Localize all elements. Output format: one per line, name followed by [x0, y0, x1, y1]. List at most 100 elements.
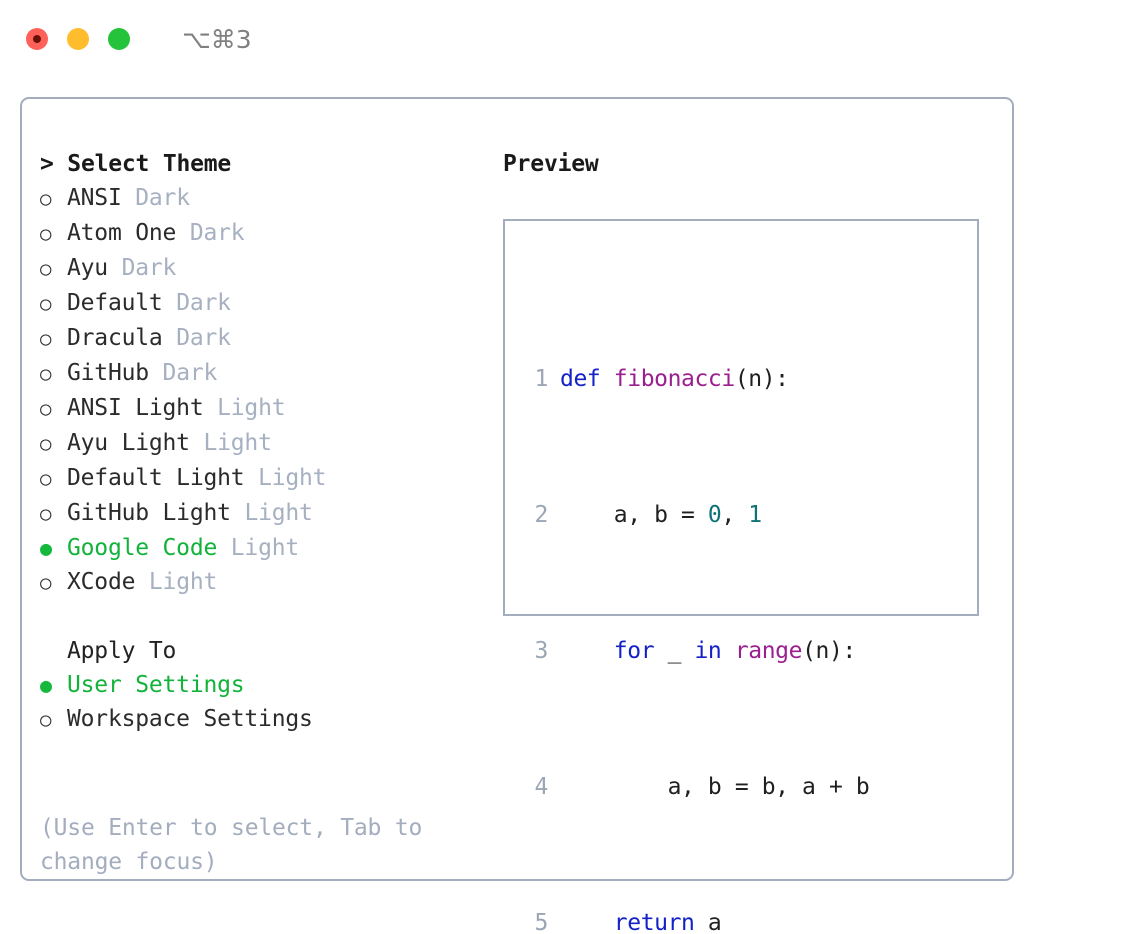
- line-number: 4: [534, 774, 549, 800]
- radio-icon: ○: [40, 572, 52, 594]
- theme-name: XCode: [67, 569, 136, 595]
- theme-list-item-selected[interactable]: ● Google Code Light: [40, 531, 480, 565]
- token-number: 1: [748, 502, 762, 528]
- code-line: 5 return a: [524, 906, 896, 934]
- theme-list-item[interactable]: ○ ANSI Light Light: [40, 391, 480, 426]
- close-window-button[interactable]: [26, 28, 48, 50]
- radio-icon: ○: [40, 468, 52, 490]
- line-number: 1: [534, 366, 549, 392]
- radio-icon: ○: [40, 398, 52, 420]
- select-theme-header: > Select Theme: [40, 151, 232, 177]
- token-function: range: [734, 638, 803, 664]
- close-icon: [33, 35, 41, 43]
- theme-name: Ayu Light: [67, 430, 190, 456]
- radio-icon: ○: [40, 503, 52, 525]
- theme-kind-badge: Light: [230, 535, 300, 561]
- radio-icon: ○: [40, 188, 52, 210]
- token-keyword: return: [613, 910, 695, 934]
- apply-to-label: Workspace Settings: [67, 706, 313, 732]
- theme-list-item[interactable]: ○ Ayu Light Light: [40, 426, 480, 461]
- theme-list-item[interactable]: ○ Dracula Dark: [40, 321, 480, 356]
- minimize-window-button[interactable]: [67, 28, 89, 50]
- theme-name: ANSI: [67, 185, 122, 211]
- theme-kind-badge: Dark: [176, 325, 231, 351]
- radio-icon: ○: [40, 709, 52, 731]
- theme-name: Ayu: [67, 255, 108, 281]
- token-plain: a, b = b, a + b: [560, 774, 870, 800]
- theme-name: Dracula: [67, 325, 163, 351]
- radio-icon-selected: ●: [40, 673, 52, 697]
- radio-icon: ○: [40, 328, 52, 350]
- token-plain: [560, 910, 614, 934]
- theme-kind-badge: Dark: [121, 255, 177, 281]
- token-plain: [600, 366, 613, 392]
- radio-icon: ○: [40, 258, 52, 280]
- theme-name: Google Code: [67, 535, 218, 561]
- theme-name: ANSI Light: [67, 395, 204, 421]
- theme-kind-badge: Dark: [189, 220, 245, 246]
- theme-kind-badge: Dark: [135, 185, 190, 211]
- radio-icon: ○: [40, 363, 52, 385]
- token-punct: (n):: [802, 638, 856, 664]
- token-keyword: in: [694, 638, 722, 664]
- token-plain: _: [654, 638, 695, 664]
- keyboard-hint-text: (Use Enter to select, Tab to change focu…: [40, 815, 423, 875]
- radio-icon: ○: [40, 223, 52, 245]
- theme-kind-badge: Dark: [176, 290, 231, 316]
- zoom-window-button[interactable]: [108, 28, 130, 50]
- code-line: 4 a, b = b, a + b: [524, 770, 896, 804]
- apply-to-item-workspace-settings[interactable]: ○ Workspace Settings: [40, 702, 480, 737]
- theme-picker-column: > Select Theme ○ ANSI Dark ○ Atom One Da…: [40, 147, 480, 737]
- keyboard-shortcut-label: ⌥⌘3: [182, 24, 252, 54]
- main-panel: > Select Theme ○ ANSI Dark ○ Atom One Da…: [20, 97, 1014, 934]
- line-number: 3: [534, 638, 549, 664]
- theme-name: GitHub: [67, 360, 149, 386]
- theme-name: GitHub Light: [67, 500, 231, 526]
- token-plain: [560, 638, 614, 664]
- theme-list: ○ ANSI Dark ○ Atom One Dark ○ Ayu Dark: [40, 181, 480, 600]
- theme-list-item[interactable]: ○ GitHub Light Light: [40, 496, 480, 531]
- line-number: 5: [534, 910, 549, 934]
- apply-to-header: Apply To: [67, 638, 177, 664]
- theme-kind-badge: Light: [217, 395, 286, 421]
- token-keyword: def: [560, 366, 601, 392]
- theme-kind-badge: Light: [148, 569, 218, 595]
- theme-list-item[interactable]: ○ Default Dark: [40, 286, 480, 321]
- code-line: 3 for _ in range(n):: [524, 634, 896, 668]
- token-plain: [721, 638, 734, 664]
- traffic-light-buttons: [26, 28, 130, 50]
- theme-list-item[interactable]: ○ Ayu Dark: [40, 251, 480, 286]
- theme-list-item[interactable]: ○ Atom One Dark: [40, 216, 480, 251]
- apply-to-list: ● User Settings ○ Workspace Settings: [40, 668, 480, 737]
- theme-name: Atom One: [67, 220, 177, 246]
- theme-list-item[interactable]: ○ XCode Light: [40, 565, 480, 600]
- token-number: 0: [707, 502, 722, 528]
- code-line: 1 def fibonacci(n):: [524, 362, 896, 396]
- theme-list-item[interactable]: ○ ANSI Dark: [40, 181, 480, 216]
- theme-list-item[interactable]: ○ GitHub Dark: [40, 356, 480, 391]
- preview-header: Preview: [503, 151, 599, 177]
- title-bar: ⌥⌘3: [0, 0, 1140, 78]
- radio-icon: ○: [40, 293, 52, 315]
- token-function: fibonacci: [613, 366, 735, 392]
- code-line: 2 a, b = 0, 1: [524, 498, 896, 532]
- theme-kind-badge: Dark: [162, 360, 218, 386]
- token-plain: a, b =: [560, 502, 708, 528]
- theme-kind-badge: Light: [258, 465, 327, 491]
- apply-to-label: User Settings: [67, 672, 245, 698]
- theme-kind-badge: Light: [203, 430, 272, 456]
- token-plain: a: [694, 910, 722, 934]
- token-plain: ,: [721, 502, 749, 528]
- theme-name: Default Light: [67, 465, 245, 491]
- theme-list-item[interactable]: ○ Default Light Light: [40, 461, 480, 496]
- line-number: 2: [534, 502, 549, 528]
- radio-icon: ○: [40, 433, 52, 455]
- panel-columns: > Select Theme ○ ANSI Dark ○ Atom One Da…: [22, 99, 1012, 934]
- token-punct: (n):: [734, 366, 789, 392]
- theme-kind-badge: Light: [244, 500, 313, 526]
- apply-to-item-user-settings[interactable]: ● User Settings: [40, 668, 480, 702]
